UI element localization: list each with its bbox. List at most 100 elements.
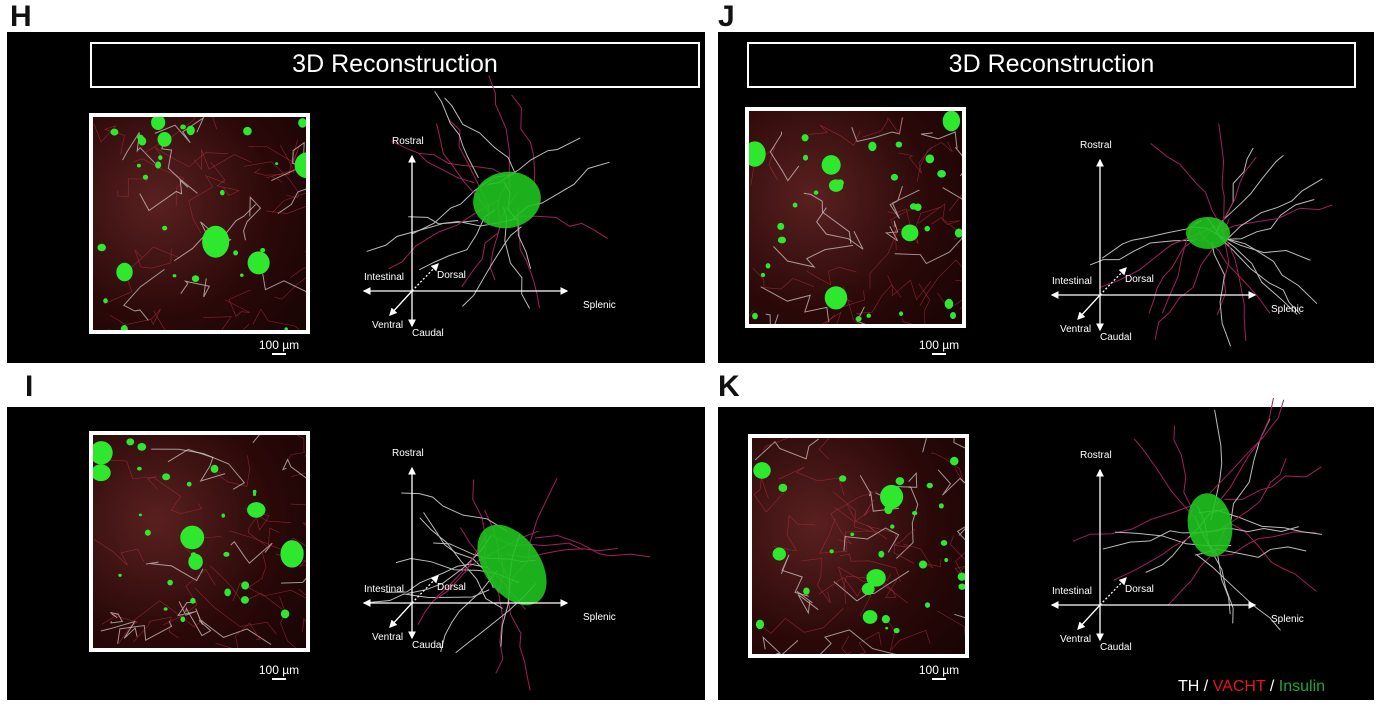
scale-bar-label: 100 µm [918, 338, 960, 352]
nerve-fiber [889, 185, 920, 219]
islet-spot [839, 475, 847, 482]
islet-spot [158, 155, 163, 161]
nerve-fiber [252, 308, 300, 330]
islet-spot [137, 466, 142, 471]
nerve-fiber [151, 448, 246, 490]
axis-label-caudal: Caudal [1100, 332, 1132, 343]
nerve-fiber [753, 478, 785, 513]
nerve-fiber [806, 266, 857, 286]
reconstructed-fiber [534, 534, 651, 558]
axis-label-intestinal: Intestinal [1052, 586, 1093, 597]
islet-spot [190, 597, 196, 604]
islet-spot [813, 190, 819, 195]
islet-spot [862, 610, 878, 624]
reconstructed-fiber [1102, 530, 1204, 550]
nerve-fiber [266, 205, 306, 214]
axis-label-intestinal: Intestinal [364, 272, 405, 283]
reconstructed-fiber [365, 589, 490, 604]
nerve-fiber [920, 131, 958, 149]
islet-spot [861, 582, 875, 596]
scale-bar-line [932, 678, 946, 680]
nerve-fiber [243, 196, 262, 241]
nerve-fiber [224, 289, 251, 317]
axis-label-ventral: Ventral [1060, 324, 1092, 335]
islet-spot [850, 532, 855, 537]
islet-spot [162, 225, 168, 231]
nerve-fiber [902, 543, 942, 569]
nerve-fiber [898, 146, 933, 174]
islet-spot [219, 189, 225, 196]
islet-spot [760, 272, 766, 278]
nerve-fiber [103, 246, 180, 305]
reconstructed-fiber [1215, 397, 1274, 506]
islet-spot [280, 609, 290, 619]
islet-spot [918, 560, 928, 569]
islet-spot [765, 263, 771, 269]
reconstructed-fiber [1229, 522, 1317, 592]
islet-spot [752, 312, 758, 320]
reconstructed-fiber [1089, 239, 1196, 266]
islet-spot [901, 224, 919, 242]
axis-label-dorsal: Dorsal [1125, 274, 1154, 285]
nerve-fiber [750, 146, 779, 185]
nerve-fiber [948, 193, 962, 212]
nerve-fiber [937, 610, 965, 638]
islet-spot [295, 547, 304, 555]
islet-spot [801, 134, 809, 142]
islet-spot [778, 483, 788, 492]
nerve-fiber [887, 208, 912, 250]
nerve-fiber [839, 554, 901, 582]
reconstructed-fiber [1224, 178, 1323, 242]
nerve-fiber [230, 541, 273, 564]
nerve-fiber [203, 316, 250, 330]
nerve-fiber [243, 161, 300, 198]
reconstructed-fiber [417, 534, 488, 625]
nerve-fiber [796, 590, 819, 615]
nerve-fiber [859, 475, 900, 512]
islet-spot [120, 325, 128, 330]
islet-spot [938, 503, 944, 509]
microscopy-image [89, 431, 310, 652]
axis-label-ventral: Ventral [1060, 634, 1092, 645]
nerve-fiber [769, 131, 800, 182]
nerve-fiber [832, 491, 888, 540]
nerve-fiber [100, 620, 138, 639]
nerve-fiber [248, 513, 280, 548]
nerve-fiber [919, 259, 962, 307]
islet-spot [925, 154, 935, 164]
islet-spot [202, 225, 230, 258]
islet-spot [247, 251, 270, 275]
islet-spot [180, 124, 186, 130]
islet-spot [889, 500, 895, 505]
axis-label-caudal: Caudal [412, 328, 444, 339]
axis-label-splenic: Splenic [1271, 614, 1304, 625]
microscopy-content [93, 435, 306, 648]
axis-dorsal-arrow [1099, 577, 1127, 606]
nerve-fiber [830, 490, 878, 545]
reconstructed-fiber [1226, 238, 1318, 305]
nerve-fiber [215, 622, 261, 648]
nerve-fiber [801, 558, 831, 604]
reconstructed-fiber [1195, 554, 1281, 631]
islet-spot [180, 525, 205, 550]
islet-spot [137, 443, 147, 451]
islet-spot [138, 136, 147, 146]
islet-spot [895, 477, 905, 486]
nerve-fiber [123, 268, 165, 321]
scale-bar: 100 µm [249, 338, 309, 355]
axis-label-dorsal: Dorsal [437, 270, 466, 281]
reconstructed-fiber [444, 97, 516, 174]
axis-label-rostral: Rostral [392, 136, 424, 147]
islet-spot [186, 125, 195, 136]
islet-spot [97, 243, 106, 252]
axis-label-dorsal: Dorsal [437, 582, 466, 593]
islet-spot [233, 250, 239, 256]
reconstructed-fiber [1218, 236, 1301, 315]
nerve-fiber [101, 613, 139, 645]
reconstructed-fiber [1214, 204, 1333, 236]
islet-spot [893, 627, 900, 634]
nerve-fiber [302, 617, 306, 632]
islet-spot [866, 313, 871, 318]
